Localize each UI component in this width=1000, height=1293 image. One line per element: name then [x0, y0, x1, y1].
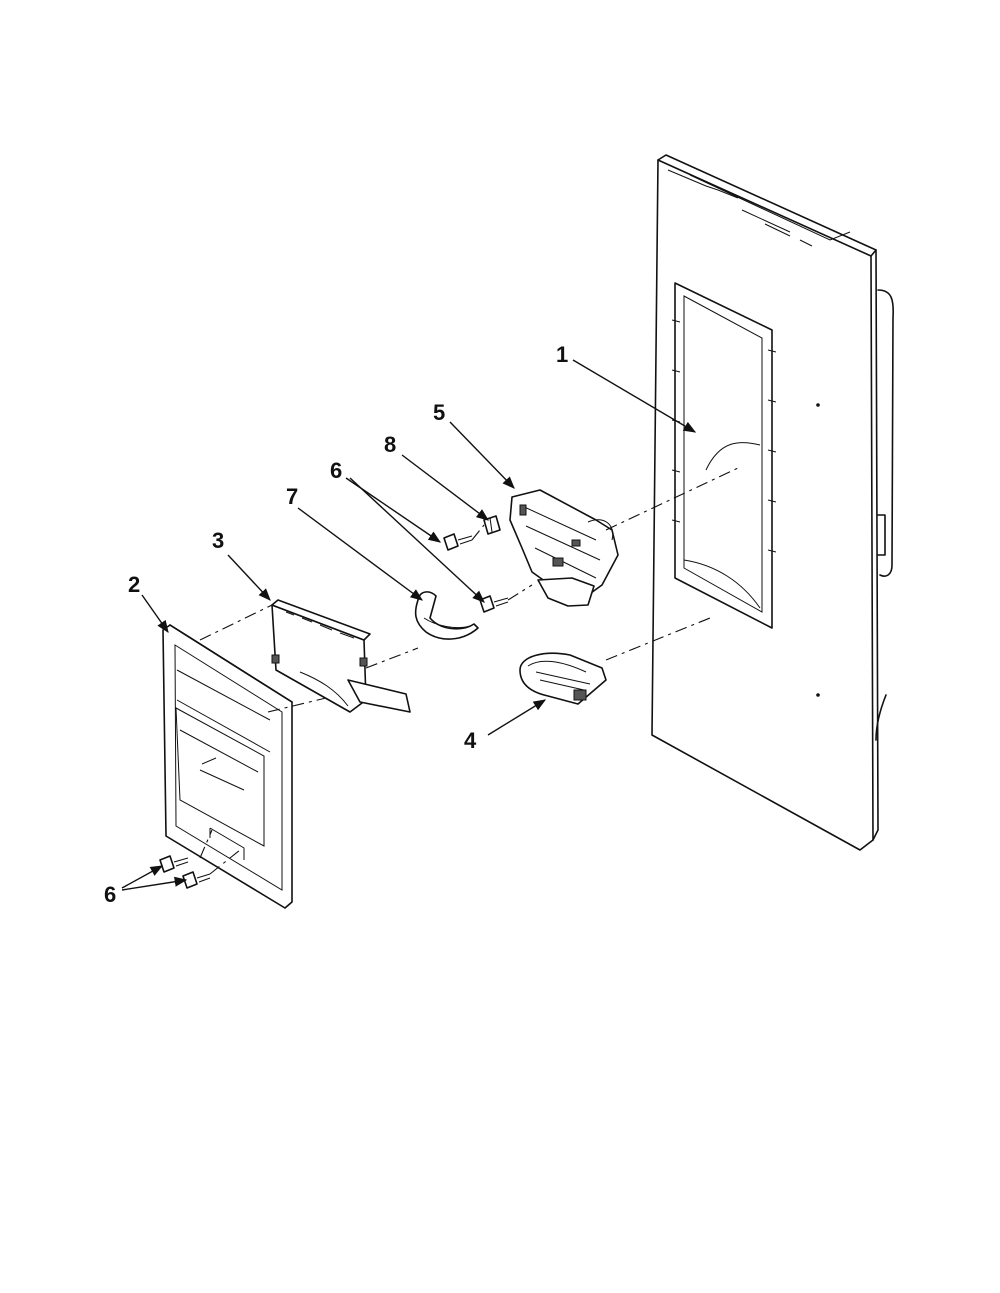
alignment-lines [199, 467, 739, 875]
chute-trim-part-7 [414, 591, 479, 640]
screw-part-6-upper [443, 533, 473, 551]
callout-5: 5 [433, 400, 445, 425]
door-panel-part-1 [651, 154, 895, 851]
callout-6-lower: 6 [104, 882, 116, 907]
callout-3: 3 [212, 528, 224, 553]
callout-1: 1 [556, 342, 568, 367]
callout-6-upper: 6 [330, 458, 342, 483]
drip-tray-part-4 [519, 652, 607, 705]
callout-8: 8 [384, 432, 396, 457]
actuator-assembly-part-5 [509, 489, 619, 607]
screw-part-6-lower-b [182, 871, 211, 889]
callout-2: 2 [128, 572, 140, 597]
screw-part-6-lower-a [159, 855, 189, 873]
callout-4: 4 [464, 728, 477, 753]
callout-7: 7 [286, 484, 298, 509]
callout-leaders [121, 359, 697, 891]
dispenser-cover-part-2 [162, 624, 293, 909]
callout-labels: 1 2 3 4 5 6 6 7 8 [104, 342, 568, 907]
screw-part-6-middle [479, 595, 509, 613]
control-module-part-3 [271, 599, 411, 713]
